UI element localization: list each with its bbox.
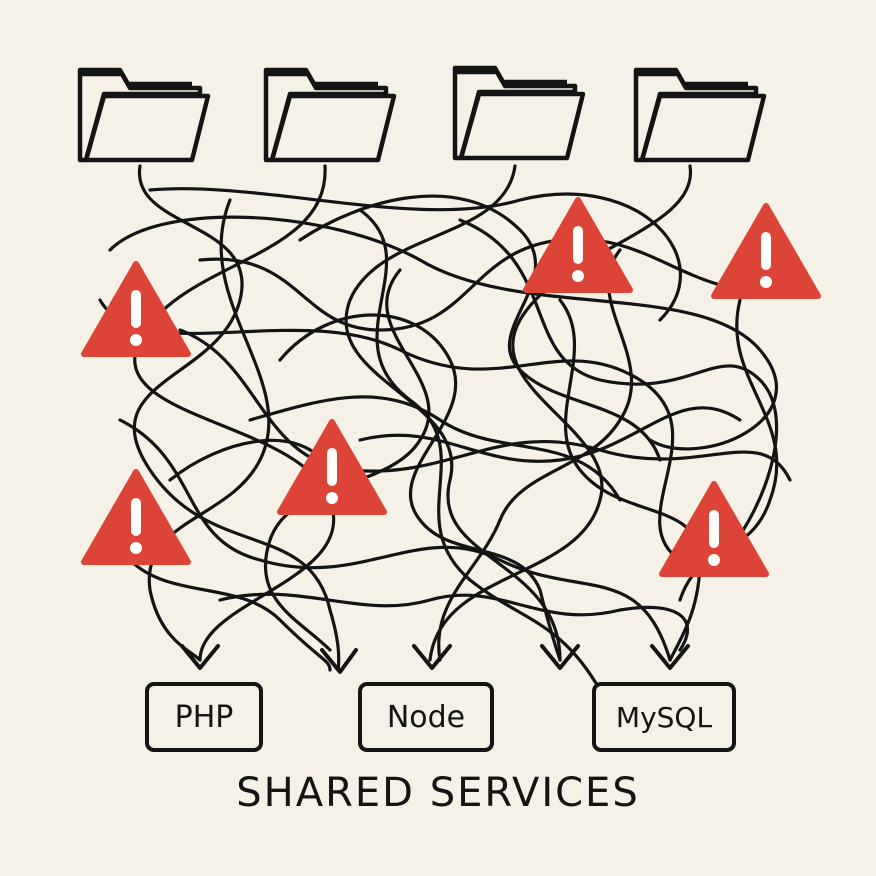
warning-icon [714, 206, 818, 296]
folder-icon [80, 70, 208, 160]
warning-icon [280, 422, 384, 512]
service-php: PHP [145, 682, 263, 752]
arrow-down-icon [320, 648, 358, 674]
warning-icon [84, 264, 188, 354]
arrow-down-icon [412, 644, 452, 670]
arrowheads [180, 644, 690, 674]
folder-icon [455, 68, 583, 158]
arrow-down-icon [180, 644, 220, 670]
folder-icon [636, 70, 764, 160]
caption: SHARED SERVICES [236, 770, 640, 816]
tangled-wires [98, 164, 792, 692]
arrow-down-icon [650, 644, 690, 670]
service-mysql: MySQL [592, 682, 736, 752]
folder-icon [266, 70, 394, 160]
arrow-down-icon [540, 644, 580, 670]
service-node: Node [358, 682, 494, 752]
warning-icon [662, 484, 766, 574]
warning-icon [84, 472, 188, 562]
